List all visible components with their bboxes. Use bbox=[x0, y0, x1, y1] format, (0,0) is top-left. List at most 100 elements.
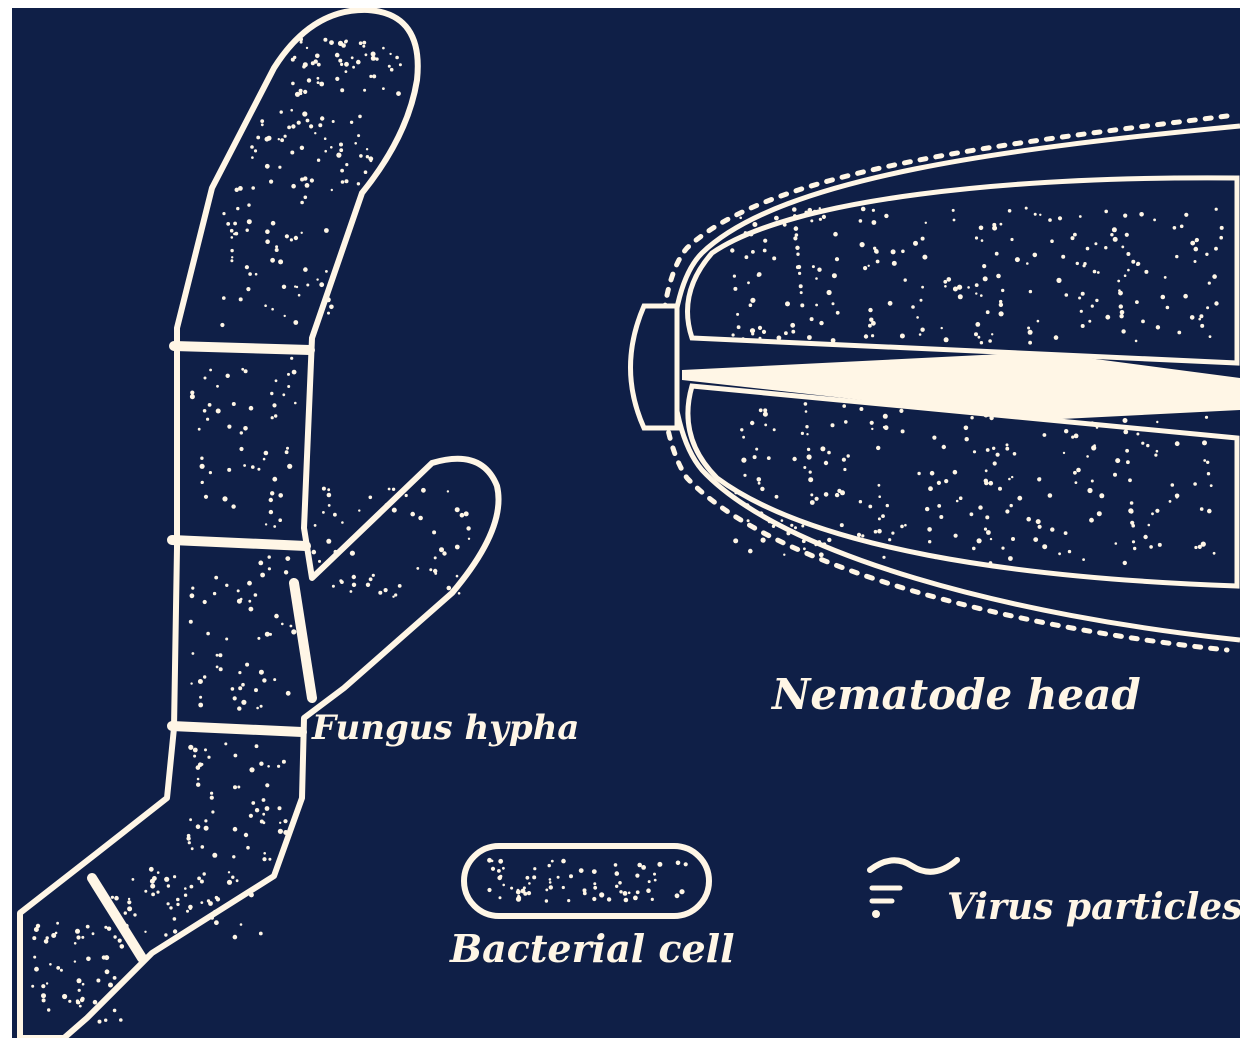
speckle-dot bbox=[210, 916, 214, 920]
speckle-dot bbox=[455, 545, 460, 550]
speckle-dot bbox=[458, 592, 461, 595]
speckle-dot bbox=[319, 82, 324, 87]
speckle-dot bbox=[239, 447, 243, 451]
speckle-dot bbox=[502, 867, 505, 870]
speckle-dot bbox=[739, 217, 742, 220]
speckle-dot bbox=[226, 222, 230, 226]
speckle-dot bbox=[999, 303, 1003, 307]
speckle-dot bbox=[803, 547, 806, 550]
speckle-dot bbox=[322, 511, 325, 514]
speckle-dot bbox=[927, 527, 932, 532]
speckle-dot bbox=[532, 875, 536, 879]
speckle-dot bbox=[1210, 484, 1213, 487]
speckle-dot bbox=[920, 328, 924, 332]
speckle-dot bbox=[214, 576, 218, 580]
speckle-dot bbox=[868, 308, 872, 312]
speckle-dot bbox=[231, 876, 234, 879]
speckle-dot bbox=[269, 510, 273, 514]
speckle-dot bbox=[341, 180, 345, 184]
speckle-dot bbox=[429, 568, 432, 571]
speckle-dot bbox=[287, 464, 292, 469]
speckle-dot bbox=[956, 500, 959, 503]
speckle-dot bbox=[178, 936, 181, 939]
speckle-dot bbox=[369, 496, 373, 500]
speckle-dot bbox=[978, 336, 981, 339]
speckle-dot bbox=[262, 678, 266, 682]
speckle-dot bbox=[306, 47, 308, 49]
speckle-dot bbox=[752, 222, 757, 227]
speckle-dot bbox=[239, 297, 243, 301]
speckle-dot bbox=[942, 445, 946, 449]
speckle-dot bbox=[795, 246, 799, 250]
speckle-dot bbox=[904, 524, 907, 527]
speckle-dot bbox=[937, 481, 941, 485]
speckle-dot bbox=[350, 590, 353, 593]
speckle-dot bbox=[1001, 547, 1004, 550]
speckle-dot bbox=[1129, 509, 1133, 513]
speckle-dot bbox=[270, 258, 275, 263]
speckle-dot bbox=[327, 488, 330, 491]
speckle-dot bbox=[152, 876, 157, 881]
speckle-dot bbox=[247, 581, 252, 586]
speckle-dot bbox=[1011, 476, 1013, 478]
speckle-dot bbox=[628, 892, 631, 895]
speckle-dot bbox=[225, 584, 228, 587]
speckle-dot bbox=[132, 878, 135, 881]
speckle-dot bbox=[200, 464, 205, 469]
speckle-dot bbox=[998, 487, 1002, 491]
speckle-dot bbox=[744, 231, 747, 234]
speckle-dot bbox=[871, 334, 874, 337]
speckle-dot bbox=[1086, 247, 1090, 251]
speckle-dot bbox=[1115, 542, 1118, 545]
speckle-dot bbox=[562, 886, 565, 889]
speckle-dot bbox=[1148, 524, 1151, 527]
speckle-dot bbox=[930, 471, 935, 476]
speckle-dot bbox=[827, 538, 831, 542]
speckle-dot bbox=[861, 207, 866, 212]
speckle-dot bbox=[319, 282, 324, 287]
speckle-dot bbox=[300, 178, 304, 182]
speckle-dot bbox=[497, 869, 501, 873]
speckle-dot bbox=[899, 409, 903, 413]
speckle-dot bbox=[1190, 315, 1195, 320]
speckle-dot bbox=[240, 598, 243, 601]
speckle-dot bbox=[56, 922, 59, 925]
speckle-dot bbox=[358, 509, 360, 511]
bacterial-cell-label: Bacterial cell bbox=[450, 926, 735, 971]
speckle-dot bbox=[173, 875, 176, 878]
speckle-dot bbox=[189, 620, 193, 624]
speckle-dot bbox=[983, 276, 988, 281]
speckle-dot bbox=[292, 370, 297, 375]
speckle-dot bbox=[254, 149, 257, 152]
speckle-dot bbox=[127, 900, 131, 904]
speckle-dot bbox=[748, 549, 753, 554]
speckle-dot bbox=[1200, 324, 1204, 328]
speckle-dot bbox=[33, 956, 36, 959]
speckle-dot bbox=[995, 252, 999, 256]
speckle-dot bbox=[405, 494, 408, 497]
speckle-dot bbox=[794, 226, 799, 231]
speckle-dot bbox=[1071, 436, 1074, 439]
speckle-dot bbox=[900, 525, 904, 529]
speckle-dot bbox=[891, 249, 896, 254]
speckle-dot bbox=[198, 679, 203, 684]
speckle-dot bbox=[113, 1009, 117, 1013]
speckle-dot bbox=[227, 880, 232, 885]
speckle-dot bbox=[600, 894, 603, 897]
speckle-dot bbox=[251, 156, 254, 159]
speckle-dot bbox=[1155, 509, 1159, 513]
speckle-dot bbox=[167, 884, 170, 887]
speckle-dot bbox=[1025, 207, 1028, 210]
speckle-dot bbox=[260, 573, 265, 578]
speckle-dot bbox=[615, 871, 620, 876]
speckle-dot bbox=[801, 432, 804, 435]
speckle-dot bbox=[745, 503, 750, 508]
speckle-dot bbox=[1027, 327, 1030, 330]
speckle-dot bbox=[382, 47, 385, 50]
speckle-dot bbox=[265, 164, 270, 169]
speckle-dot bbox=[302, 111, 307, 116]
speckle-dot bbox=[251, 186, 255, 190]
speckle-dot bbox=[350, 121, 353, 124]
speckle-dot bbox=[527, 891, 531, 895]
speckle-dot bbox=[212, 853, 217, 858]
